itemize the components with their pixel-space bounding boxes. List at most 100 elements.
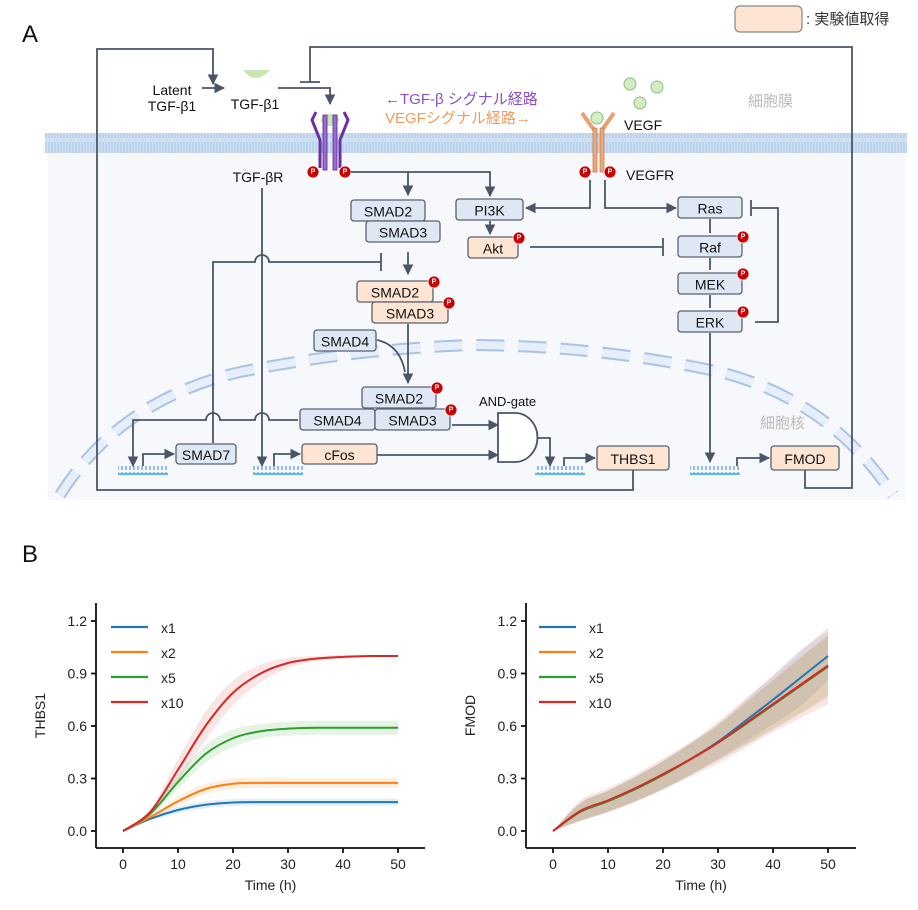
phospho-icon [430,381,444,395]
svg-text:P: P [449,407,454,414]
node-box [371,301,449,324]
y-tick-label: 1.2 [68,613,88,629]
svg-text:P: P [432,279,437,286]
thbs1-feedback-line [96,48,634,491]
node-box [677,196,743,219]
x-tick-label: 30 [280,856,296,872]
node-box [455,198,524,221]
x-axis-label: Time (h) [245,877,297,893]
svg-text:P: P [741,271,746,278]
tgfb1-label: TGF-β1 [231,96,280,112]
node-pi3k: PI3K [455,198,524,221]
node-box [677,310,743,333]
node-box [365,220,441,243]
phospho-icon [736,267,750,281]
legend-label: x10 [589,695,612,711]
node-c-smad4: SMAD4 [299,408,376,431]
node-box [467,236,519,259]
svg-text:P: P [583,169,588,176]
node-box [175,443,237,465]
y-tick-label: 0.0 [68,823,88,839]
svg-text:P: P [343,169,348,176]
vegf-pathway-label: VEGFシグナル経路→ [385,110,531,127]
phospho-icon [442,296,456,310]
phospho-icon [603,165,617,179]
y-tick-label: 0.9 [68,666,88,682]
node-label: THBS1 [610,451,655,467]
node-label: SMAD3 [379,225,427,241]
node-ras: Ras [677,196,743,219]
x-tick-label: 20 [655,856,671,872]
cell-membrane [45,133,907,153]
node-label: cFos [324,447,354,463]
phospho-icon [427,275,441,289]
node-c-smad3: SMAD3 P [374,403,458,431]
y-tick-label: 0.3 [68,771,88,787]
legend-item-x1: x1 [111,620,176,636]
node-smad4: SMAD4 [313,329,377,352]
node-label: Raf [699,240,721,256]
svg-text:P: P [741,234,746,241]
svg-text:P: P [517,235,522,242]
x-tick-label: 30 [710,856,726,872]
x-tick-label: 10 [170,856,186,872]
node-smad2: SMAD2 [350,199,426,222]
phospho-icon [444,403,458,417]
erk-inhibit-ras [750,200,779,323]
series-line-x10 [552,664,829,832]
node-box [361,386,437,409]
legend-label: x5 [161,670,176,686]
node-label: SMAD2 [371,285,419,301]
node-label: ERK [696,315,725,331]
x-tick-label: 50 [820,856,836,872]
legend-label: x1 [161,620,176,636]
latent-label-1: Latent [153,82,192,98]
panel-label-a: A [22,21,38,48]
node-box [301,443,378,465]
legend-item-x5: x5 [539,670,604,686]
legend-label: x1 [589,620,604,636]
y-tick-label: 0.6 [68,718,88,734]
node-label: SMAD2 [364,204,412,220]
svg-text:P: P [311,169,316,176]
and-gate-icon [497,412,539,463]
svg-text:P: P [741,309,746,316]
node-box [374,408,451,431]
promoter-arrow [273,448,302,466]
node-box [677,272,743,295]
legend-item-x5: x5 [111,670,176,686]
x-tick-label: 50 [390,856,406,872]
node-smad3: SMAD3 [365,220,441,243]
phospho-icon [578,165,592,179]
svg-text:P: P [608,169,613,176]
latent-label-2: TGF-β1 [148,98,197,114]
legend-swatch [734,5,803,33]
x-tick-label: 20 [225,856,241,872]
tgfb1-ligand-icon [243,70,270,78]
node-box [313,329,377,352]
dna-icon [118,466,740,475]
series-line-x10 [122,654,399,832]
vegfr-receptor-icon [580,111,616,173]
legend-label: x2 [589,645,604,661]
phospho-icon [306,165,320,179]
svg-text:P: P [435,385,440,392]
phospho-icon [736,230,750,244]
node-label: SMAD7 [182,447,230,463]
node-label: PI3K [474,203,505,219]
and-gate-label: AND-gate [479,394,536,409]
y-tick-label: 0.0 [498,823,518,839]
node-box [677,235,743,258]
y-axis-label: THBS1 [32,693,48,738]
x-tick-label: 10 [600,856,616,872]
legend-item-x1: x1 [539,620,604,636]
legend-label: : 実験値取得 [806,11,889,28]
node-label: SMAD3 [388,413,436,429]
smad7-inhibit-line [212,253,382,443]
